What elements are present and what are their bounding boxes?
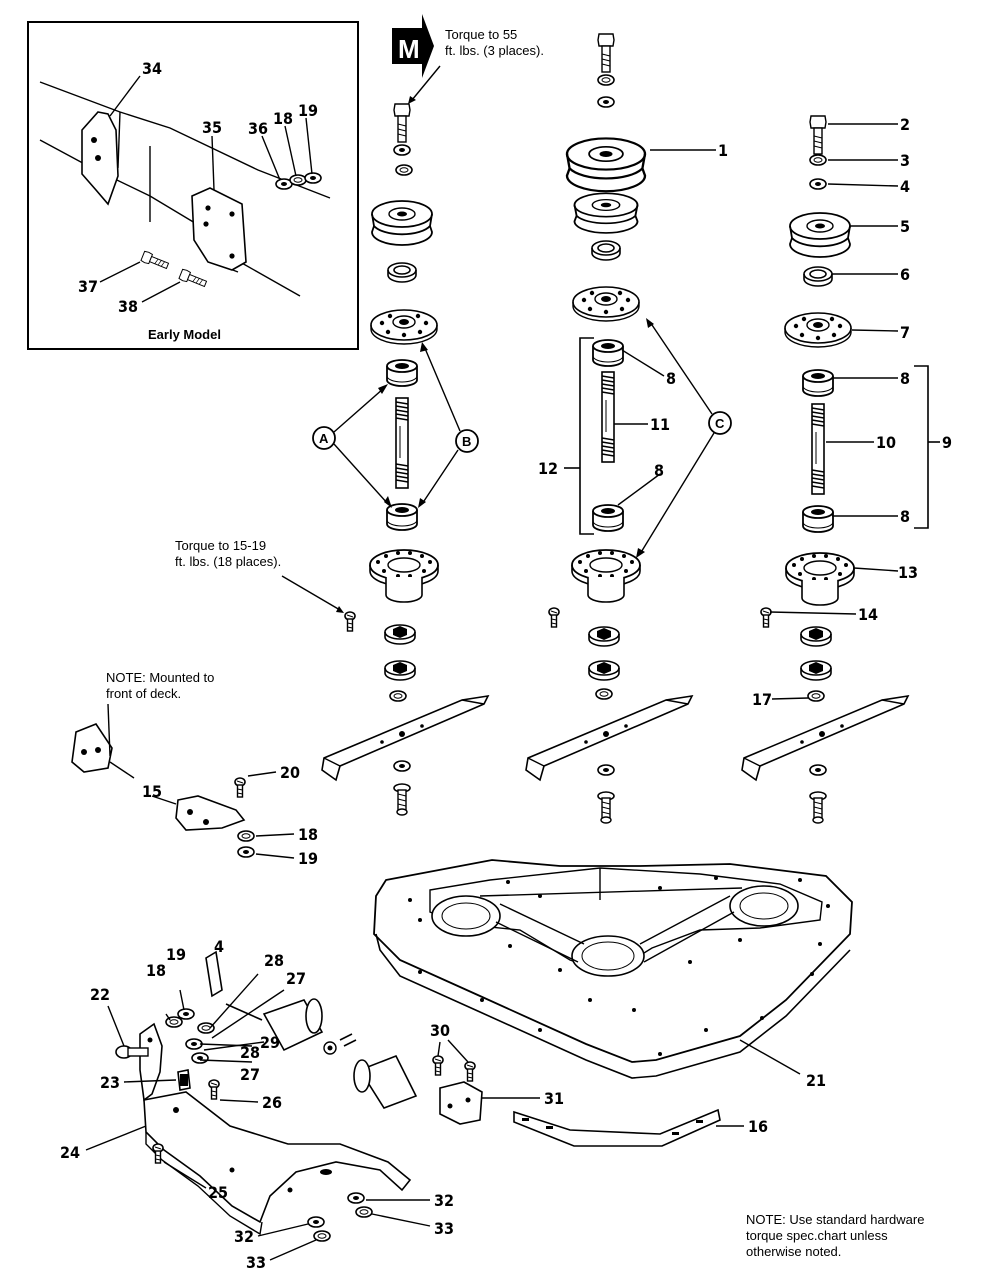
label-38: 38	[118, 297, 138, 316]
torque-15-arrowhead	[336, 606, 344, 613]
label-19-inset: 19	[298, 101, 318, 120]
label-11: 11	[650, 415, 670, 434]
label-27-bottom: 27	[240, 1065, 260, 1084]
callout-a-letter: A	[319, 431, 329, 446]
torque-55-arrowhead	[408, 96, 416, 104]
hitch-bracket-24	[143, 1091, 412, 1236]
torque-15-note: Torque to 15-19 ft. lbs. (18 places).	[175, 538, 281, 570]
label-21: 21	[806, 1071, 826, 1090]
torque-55-line1: Torque to 55	[445, 27, 518, 42]
label-16: 16	[748, 1117, 768, 1136]
callout-a: A	[312, 384, 392, 508]
mounted-line2: front of deck.	[106, 686, 182, 701]
callout-b: B	[418, 342, 479, 508]
torque-15-line1: Torque to 15-19	[175, 538, 267, 553]
label-6: 6	[900, 265, 910, 284]
early-model-inset: 34 35 36 18 19 37 38 Early Model	[27, 21, 359, 350]
mounted-line1: NOTE: Mounted to	[106, 670, 215, 685]
label-15: 15	[142, 782, 162, 801]
label-1: 1	[718, 141, 728, 160]
label-32-left: 32	[234, 1227, 254, 1246]
label-18-inset: 18	[273, 109, 293, 128]
torque-55-note: Torque to 55 ft. lbs. (3 places).	[445, 27, 544, 59]
standard-line2: torque spec.chart unless	[746, 1228, 888, 1243]
bracket-12	[564, 337, 594, 535]
label-3: 3	[900, 151, 910, 170]
label-28-bottom: 28	[240, 1043, 260, 1062]
label-2: 2	[900, 115, 910, 134]
label-33-left: 33	[246, 1253, 266, 1272]
label-9: 9	[942, 433, 952, 452]
label-37: 37	[78, 277, 98, 296]
label-22: 22	[90, 985, 110, 1004]
front-bracket-15	[71, 723, 255, 858]
label-26: 26	[262, 1093, 282, 1112]
label-12: 12	[538, 459, 558, 478]
torque-55-line2: ft. lbs. (3 places).	[445, 43, 544, 58]
callout-b-letter: B	[462, 434, 471, 449]
label-18-front: 18	[298, 825, 318, 844]
torque-55-leader	[411, 65, 441, 101]
label-8-center-top: 8	[666, 369, 676, 388]
label-24: 24	[60, 1143, 80, 1162]
bracket-31	[432, 1055, 483, 1125]
label-5: 5	[900, 217, 910, 236]
label-36: 36	[248, 119, 268, 138]
label-13: 13	[898, 563, 918, 582]
roller-assembly	[205, 950, 418, 1109]
hitch-leader-lines	[85, 973, 540, 1261]
label-7: 7	[900, 323, 910, 342]
hitch-hardware	[115, 1008, 373, 1242]
front-leader-lines	[107, 703, 295, 859]
standard-line3: otherwise noted.	[746, 1244, 842, 1259]
m-badge-icon: M	[392, 14, 434, 78]
standard-hardware-note: NOTE: Use standard hardware torque spec.…	[746, 1212, 924, 1260]
leader-21	[739, 1039, 801, 1075]
bracket-34	[81, 111, 119, 206]
label-20: 20	[280, 763, 300, 782]
bracket-35	[191, 187, 247, 271]
label-18-hitch: 18	[146, 961, 166, 980]
torque-15-leader	[281, 575, 341, 611]
inset-leader-lines	[99, 75, 313, 303]
label-4: 4	[900, 177, 910, 196]
label-19-front: 19	[298, 849, 318, 868]
torque-15-line2: ft. lbs. (18 places).	[175, 554, 282, 569]
mount-plate-23	[139, 1022, 191, 1102]
label-19-hitch: 19	[166, 945, 186, 964]
m-badge-letter: M	[398, 34, 420, 64]
label-34: 34	[142, 59, 162, 78]
bracket-9	[914, 365, 940, 529]
callout-c: C	[636, 318, 732, 558]
right-leader-lines	[614, 123, 899, 700]
right-spindle-stack	[741, 115, 909, 824]
label-8-center-bottom: 8	[654, 461, 664, 480]
label-28-top: 28	[264, 951, 284, 970]
label-14: 14	[858, 605, 878, 624]
label-31: 31	[544, 1089, 564, 1108]
inset-caption: Early Model	[148, 327, 221, 342]
label-25: 25	[208, 1183, 228, 1202]
label-17: 17	[752, 690, 772, 709]
strap-16	[513, 1108, 721, 1147]
label-8-right-bottom: 8	[900, 507, 910, 526]
mower-deck-21	[373, 859, 853, 1079]
label-32-right: 32	[434, 1191, 454, 1210]
label-10: 10	[876, 433, 896, 452]
label-29: 29	[260, 1033, 280, 1052]
mounted-note: NOTE: Mounted to front of deck.	[106, 670, 214, 702]
label-35: 35	[202, 118, 222, 137]
label-33-right: 33	[434, 1219, 454, 1238]
label-30: 30	[430, 1021, 450, 1040]
callout-c-letter: C	[715, 416, 725, 431]
label-23: 23	[100, 1073, 120, 1092]
label-27-top: 27	[286, 969, 306, 988]
label-4-hitch: 4	[214, 937, 224, 956]
label-8-right-top: 8	[900, 369, 910, 388]
standard-line1: NOTE: Use standard hardware	[746, 1212, 925, 1227]
